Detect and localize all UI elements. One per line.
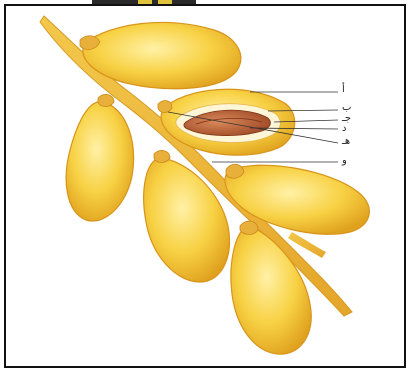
date-fruit-left (66, 102, 133, 222)
date-fruit-bottom (231, 226, 311, 354)
label-b: ب (342, 103, 351, 113)
date-cap-middle (154, 151, 170, 163)
label-e: هـ (342, 137, 350, 147)
date-cap-sectioned (158, 101, 172, 113)
label-a: أ (342, 85, 345, 95)
date-cap-bottom (240, 221, 258, 234)
label-d: د (342, 124, 346, 134)
label-f: و (342, 156, 347, 166)
date-cap-left (98, 95, 114, 107)
